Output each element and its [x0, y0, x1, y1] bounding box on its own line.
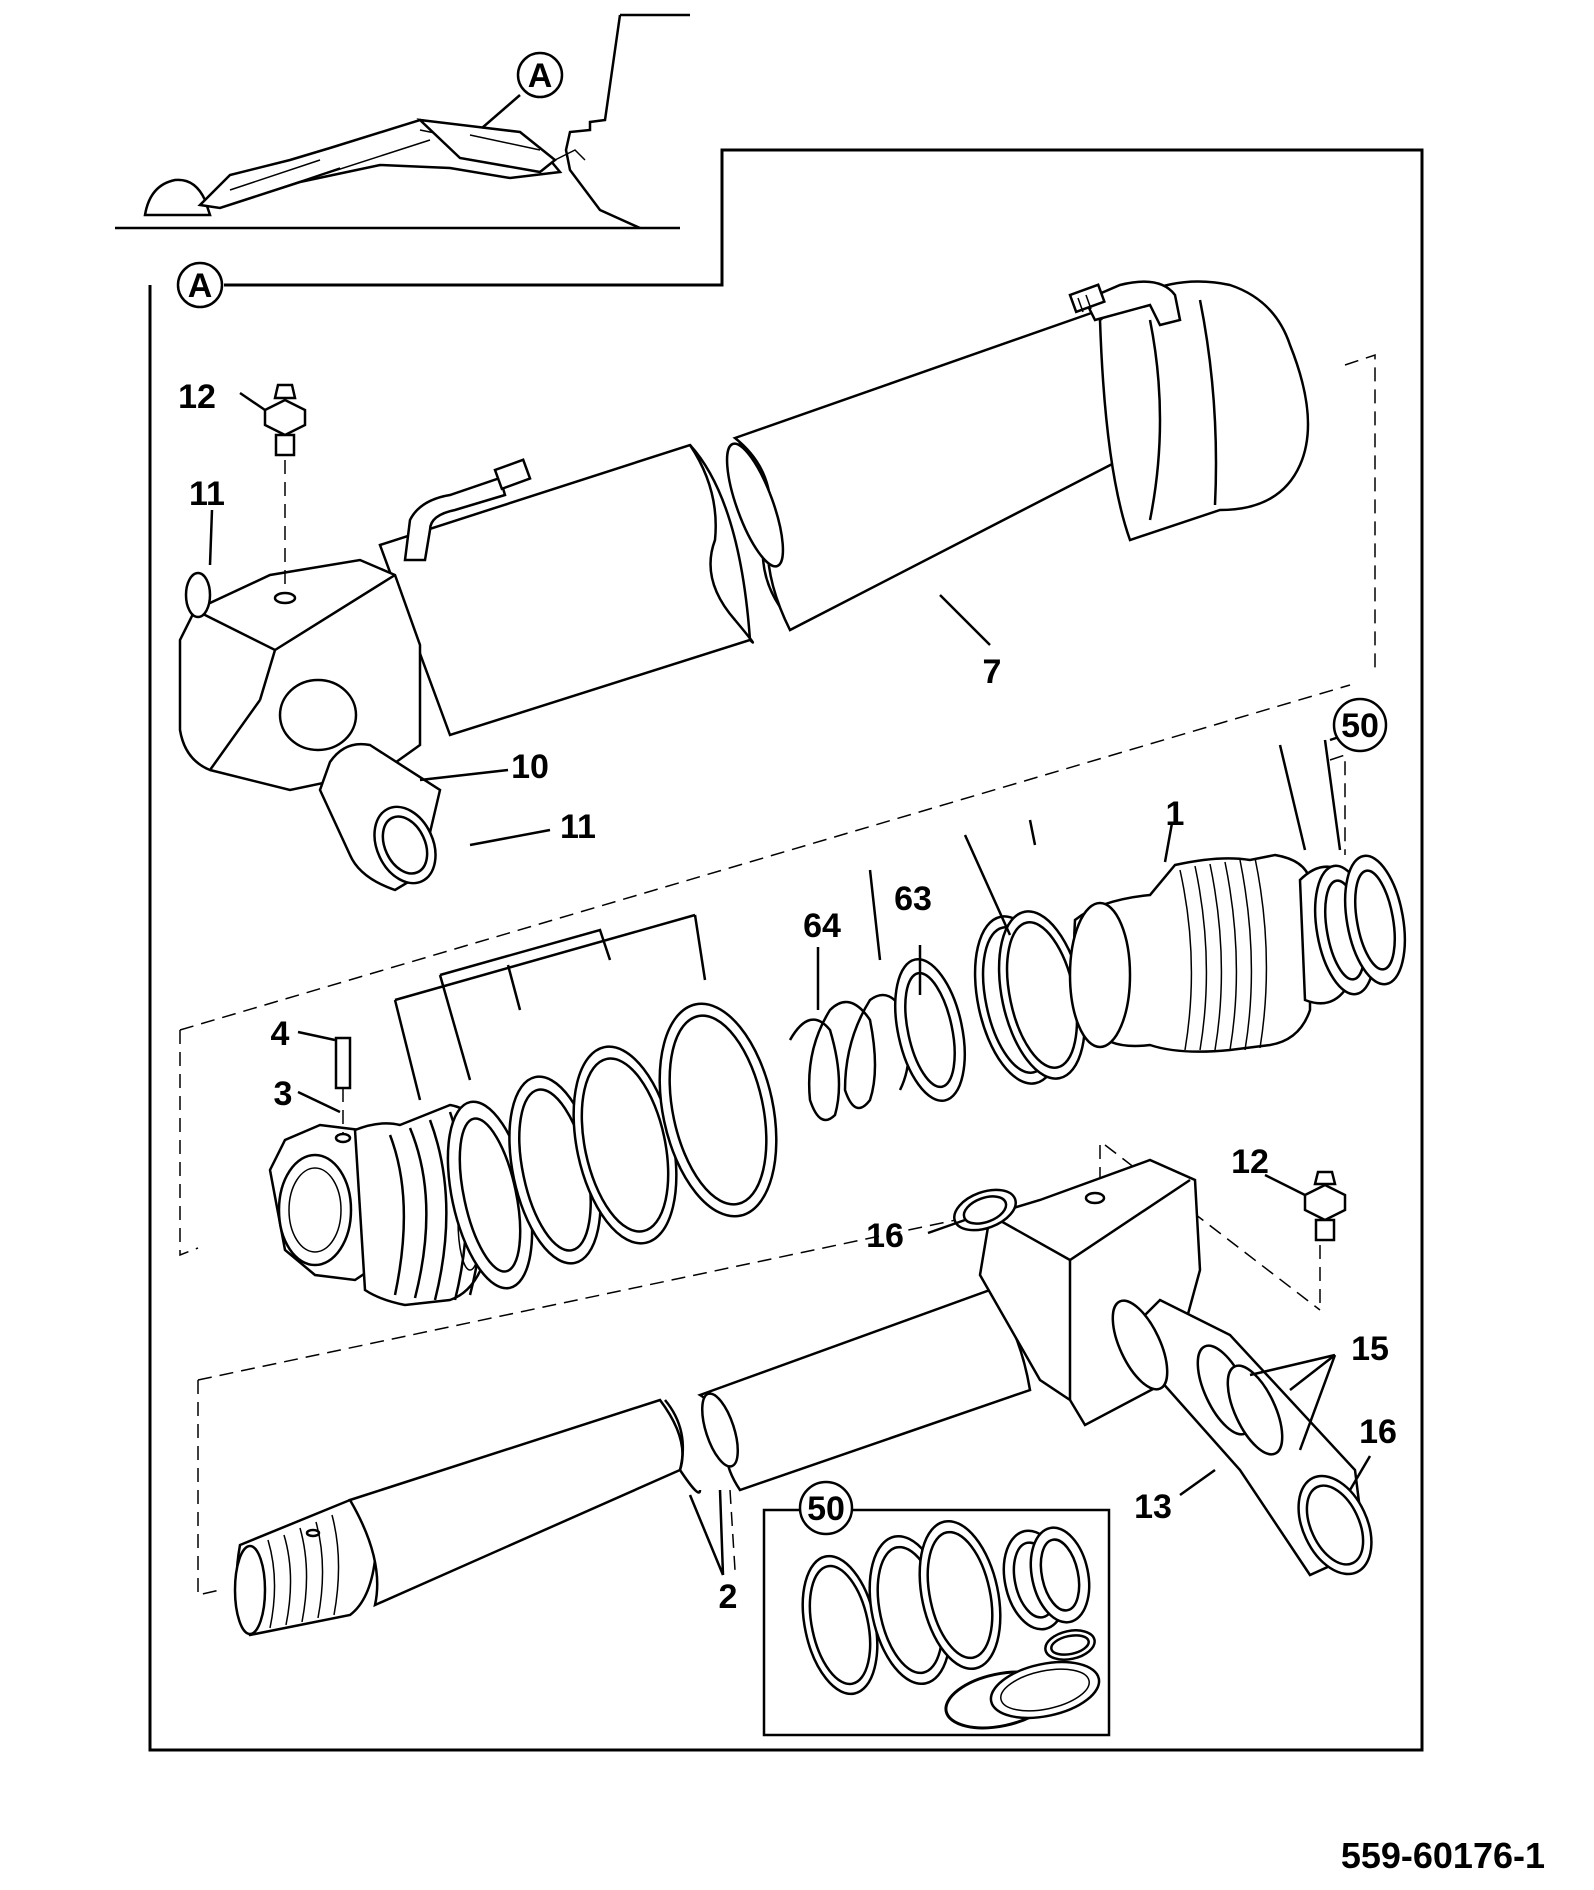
- seal-kit-inset: [762, 1508, 1111, 1737]
- leaders-upper: [208, 391, 991, 847]
- callout-64: 64: [803, 907, 841, 945]
- callout-50-inset-circle: [798, 1480, 854, 1536]
- callout-63: 63: [894, 880, 932, 918]
- callout-10: 10: [511, 748, 549, 786]
- callout-4: 4: [271, 1015, 290, 1053]
- callout-16-bottom: 16: [1359, 1413, 1397, 1451]
- drawing-number: 559-60176-1: [1341, 1835, 1545, 1876]
- callout-12-bottom: 12: [1231, 1143, 1269, 1181]
- view-marker-top: A: [481, 51, 564, 129]
- callout-1: 1: [1166, 795, 1185, 833]
- callout-50-mid: 50: [1341, 707, 1379, 745]
- callout-12-top: 12: [178, 378, 216, 416]
- callout-2: 2: [719, 1578, 738, 1616]
- callout-3: 3: [274, 1075, 293, 1113]
- callout-11-bottom: 11: [560, 808, 596, 846]
- callout-16-top: 16: [866, 1217, 904, 1255]
- callout-50-mid-circle: [1332, 697, 1388, 753]
- machine-overview-inset: [115, 13, 690, 230]
- callout-labels: 12 11 7 10 11 50 1 64 63 4 3 12 16 15 16…: [178, 378, 1397, 1616]
- piston-seals-row: [179, 684, 1407, 1307]
- cylinder-barrel: [178, 280, 1376, 892]
- view-marker-top-label: A: [528, 57, 553, 95]
- view-marker-frame-label: A: [188, 267, 213, 305]
- detail-frame: A: [148, 148, 1424, 1752]
- piston-rod-assembly: [197, 1144, 1373, 1637]
- callout-13: 13: [1134, 1488, 1172, 1526]
- callout-11-top: 11: [189, 475, 225, 513]
- callout-7: 7: [983, 653, 1002, 691]
- callout-50-inset: 50: [807, 1490, 845, 1528]
- callout-15: 15: [1351, 1330, 1389, 1368]
